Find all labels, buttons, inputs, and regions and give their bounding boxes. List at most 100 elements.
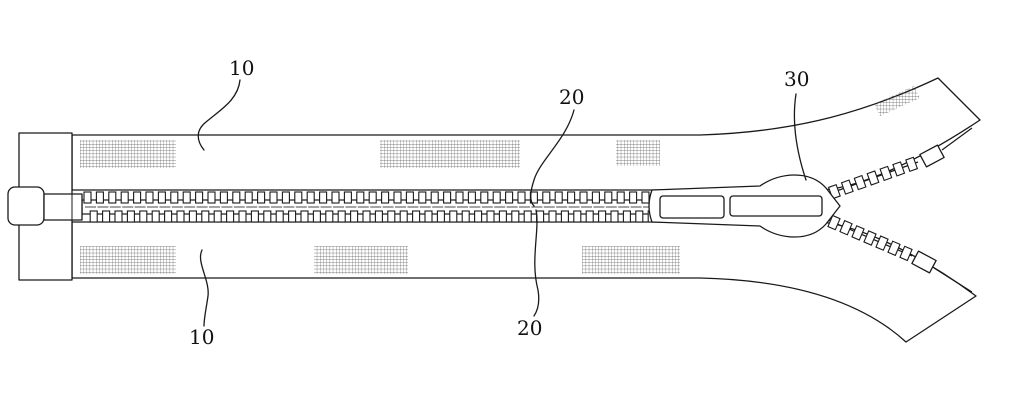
tooth [468, 192, 475, 203]
tooth [431, 192, 438, 203]
tooth [363, 211, 370, 222]
tooth [357, 192, 364, 203]
tooth [512, 211, 519, 222]
tooth [351, 211, 358, 222]
tooth [338, 211, 345, 222]
tooth [406, 192, 413, 203]
tooth [586, 211, 593, 222]
tooth [630, 192, 637, 203]
tooth [258, 192, 265, 203]
tooth [313, 211, 320, 222]
tooth [481, 192, 488, 203]
tooth [214, 211, 221, 222]
tooth [208, 192, 215, 203]
tooth [555, 192, 562, 203]
tooth [245, 192, 252, 203]
tooth [109, 192, 116, 203]
tooth [152, 211, 159, 222]
tooth [189, 211, 196, 222]
tooth [121, 192, 128, 203]
tooth [623, 211, 630, 222]
tooth [580, 192, 587, 203]
tooth [165, 211, 172, 222]
tooth [462, 211, 469, 222]
tooth [599, 211, 606, 222]
tooth [301, 211, 308, 222]
tooth [487, 211, 494, 222]
tooth [320, 192, 327, 203]
label-teeth-upper: 20 [559, 85, 584, 109]
interlocked-teeth-row [82, 192, 655, 222]
tooth [84, 192, 91, 203]
tooth [394, 192, 401, 203]
tooth [506, 192, 513, 203]
tooth [196, 192, 203, 203]
tooth [543, 192, 550, 203]
tooth [524, 211, 531, 222]
tooth [611, 211, 618, 222]
tooth [642, 192, 649, 203]
tooth [307, 192, 314, 203]
pin-stem [44, 194, 82, 220]
tooth [134, 192, 141, 203]
tooth [450, 211, 457, 222]
tooth [499, 211, 506, 222]
tooth [127, 211, 134, 222]
insertion-pin [8, 187, 44, 225]
tooth [413, 211, 420, 222]
tooth [617, 192, 624, 203]
tooth [400, 211, 407, 222]
tooth [115, 211, 122, 222]
tooth [276, 211, 283, 222]
label-tape-upper: 10 [229, 56, 254, 80]
tooth [96, 192, 103, 203]
tooth [568, 192, 575, 203]
upper-tape [72, 78, 980, 190]
tooth [444, 192, 451, 203]
label-slider: 30 [784, 67, 809, 91]
tooth [369, 192, 376, 203]
tooth [493, 192, 500, 203]
tooth [233, 192, 240, 203]
tooth [270, 192, 277, 203]
tooth [183, 192, 190, 203]
tooth [437, 211, 444, 222]
tooth [425, 211, 432, 222]
tooth [605, 192, 612, 203]
tooth [202, 211, 209, 222]
tooth [382, 192, 389, 203]
label-teeth-lower: 20 [517, 316, 542, 340]
tooth [171, 192, 178, 203]
tooth [90, 211, 97, 222]
tooth [375, 211, 382, 222]
label-tape-lower: 10 [189, 325, 214, 349]
tooth [326, 211, 333, 222]
tooth [419, 192, 426, 203]
tooth [239, 211, 246, 222]
tooth [561, 211, 568, 222]
tooth [227, 211, 234, 222]
tooth [332, 192, 339, 203]
tooth [295, 192, 302, 203]
tooth [220, 192, 227, 203]
tooth [158, 192, 165, 203]
tooth [264, 211, 271, 222]
tooth [251, 211, 258, 222]
tooth [592, 192, 599, 203]
tooth [574, 211, 581, 222]
tooth [537, 211, 544, 222]
tooth [549, 211, 556, 222]
tooth [636, 211, 643, 222]
tooth [103, 211, 110, 222]
tooth [146, 192, 153, 203]
tooth [289, 211, 296, 222]
tooth [344, 192, 351, 203]
tooth [388, 211, 395, 222]
slider-window-right [730, 196, 822, 216]
tooth [177, 211, 184, 222]
tooth [475, 211, 482, 222]
tooth [140, 211, 147, 222]
tooth [518, 192, 525, 203]
tooth [906, 157, 918, 171]
